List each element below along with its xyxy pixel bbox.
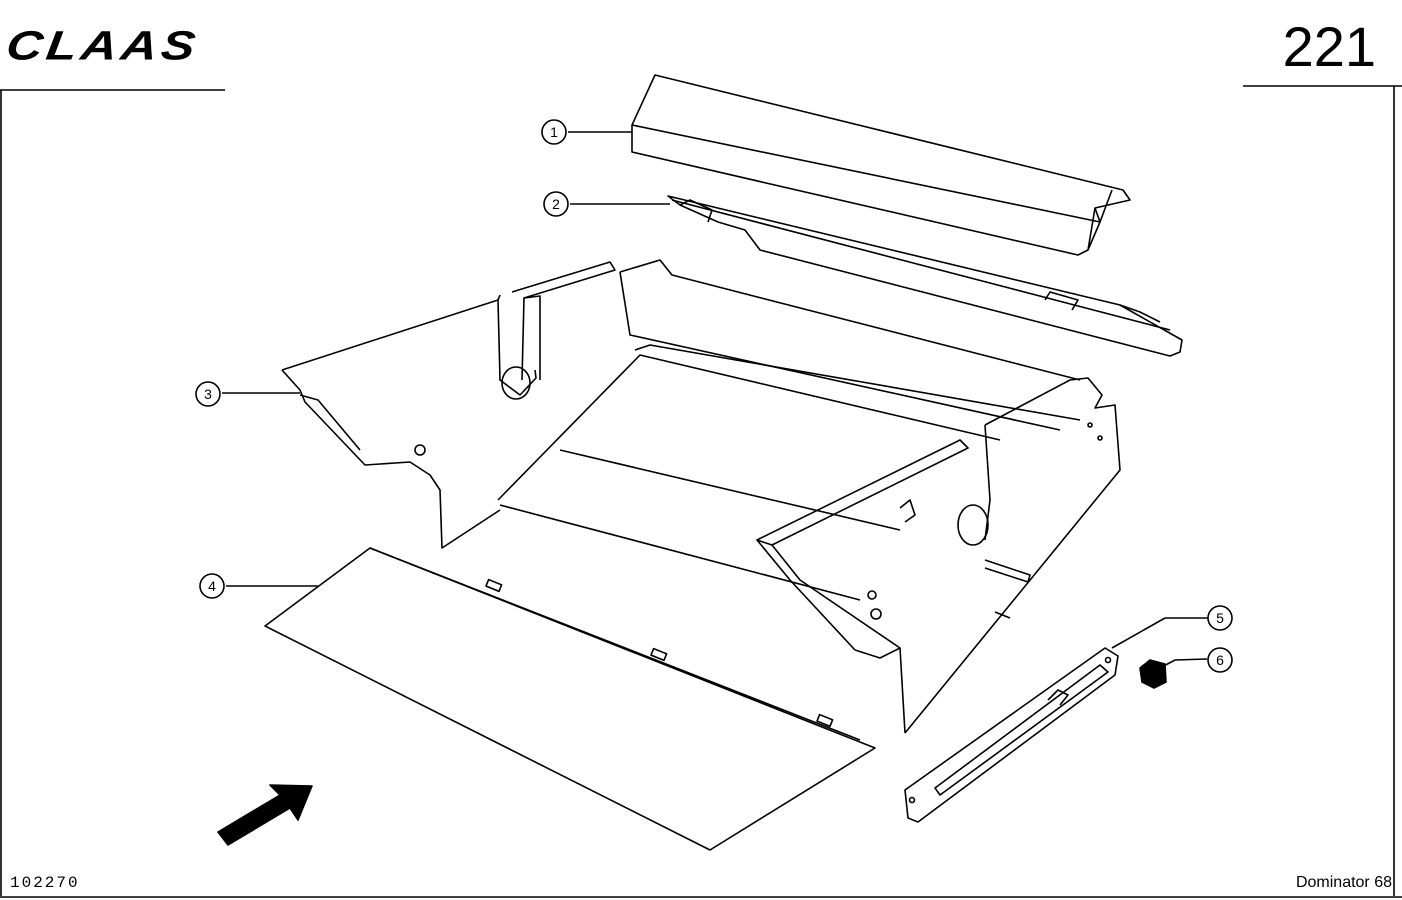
- callout-5-circle: [1207, 605, 1233, 631]
- callout-5-label: 5: [1216, 610, 1224, 626]
- part-6-bolt: [1139, 659, 1167, 689]
- part-3-frame: [281, 259, 1121, 734]
- part-5-bracket: [904, 647, 1119, 823]
- part-1-cover: [631, 74, 1131, 256]
- leader-5b: [1111, 617, 1166, 649]
- callout-2-circle: [543, 191, 569, 217]
- leader-6b: [1159, 659, 1176, 669]
- direction-arrow: [217, 784, 313, 846]
- callout-1-label: 1: [550, 124, 558, 140]
- page-number: 221: [1282, 15, 1376, 78]
- callout-3-label: 3: [204, 386, 212, 402]
- callout-6-label: 6: [1216, 652, 1224, 668]
- document-number: 102270: [10, 874, 80, 892]
- callout-2-label: 2: [552, 196, 560, 212]
- callout-6-circle: [1207, 647, 1233, 673]
- callout-1-circle: [541, 119, 567, 145]
- machine-model: Dominator 68: [1295, 874, 1392, 891]
- callout-3-circle: [195, 381, 221, 407]
- part-4-flap: [264, 547, 876, 851]
- leader-6a: [1174, 658, 1208, 661]
- part-2-strip: [667, 195, 1183, 357]
- callout-4-label: 4: [208, 578, 216, 594]
- callout-4-circle: [199, 573, 225, 599]
